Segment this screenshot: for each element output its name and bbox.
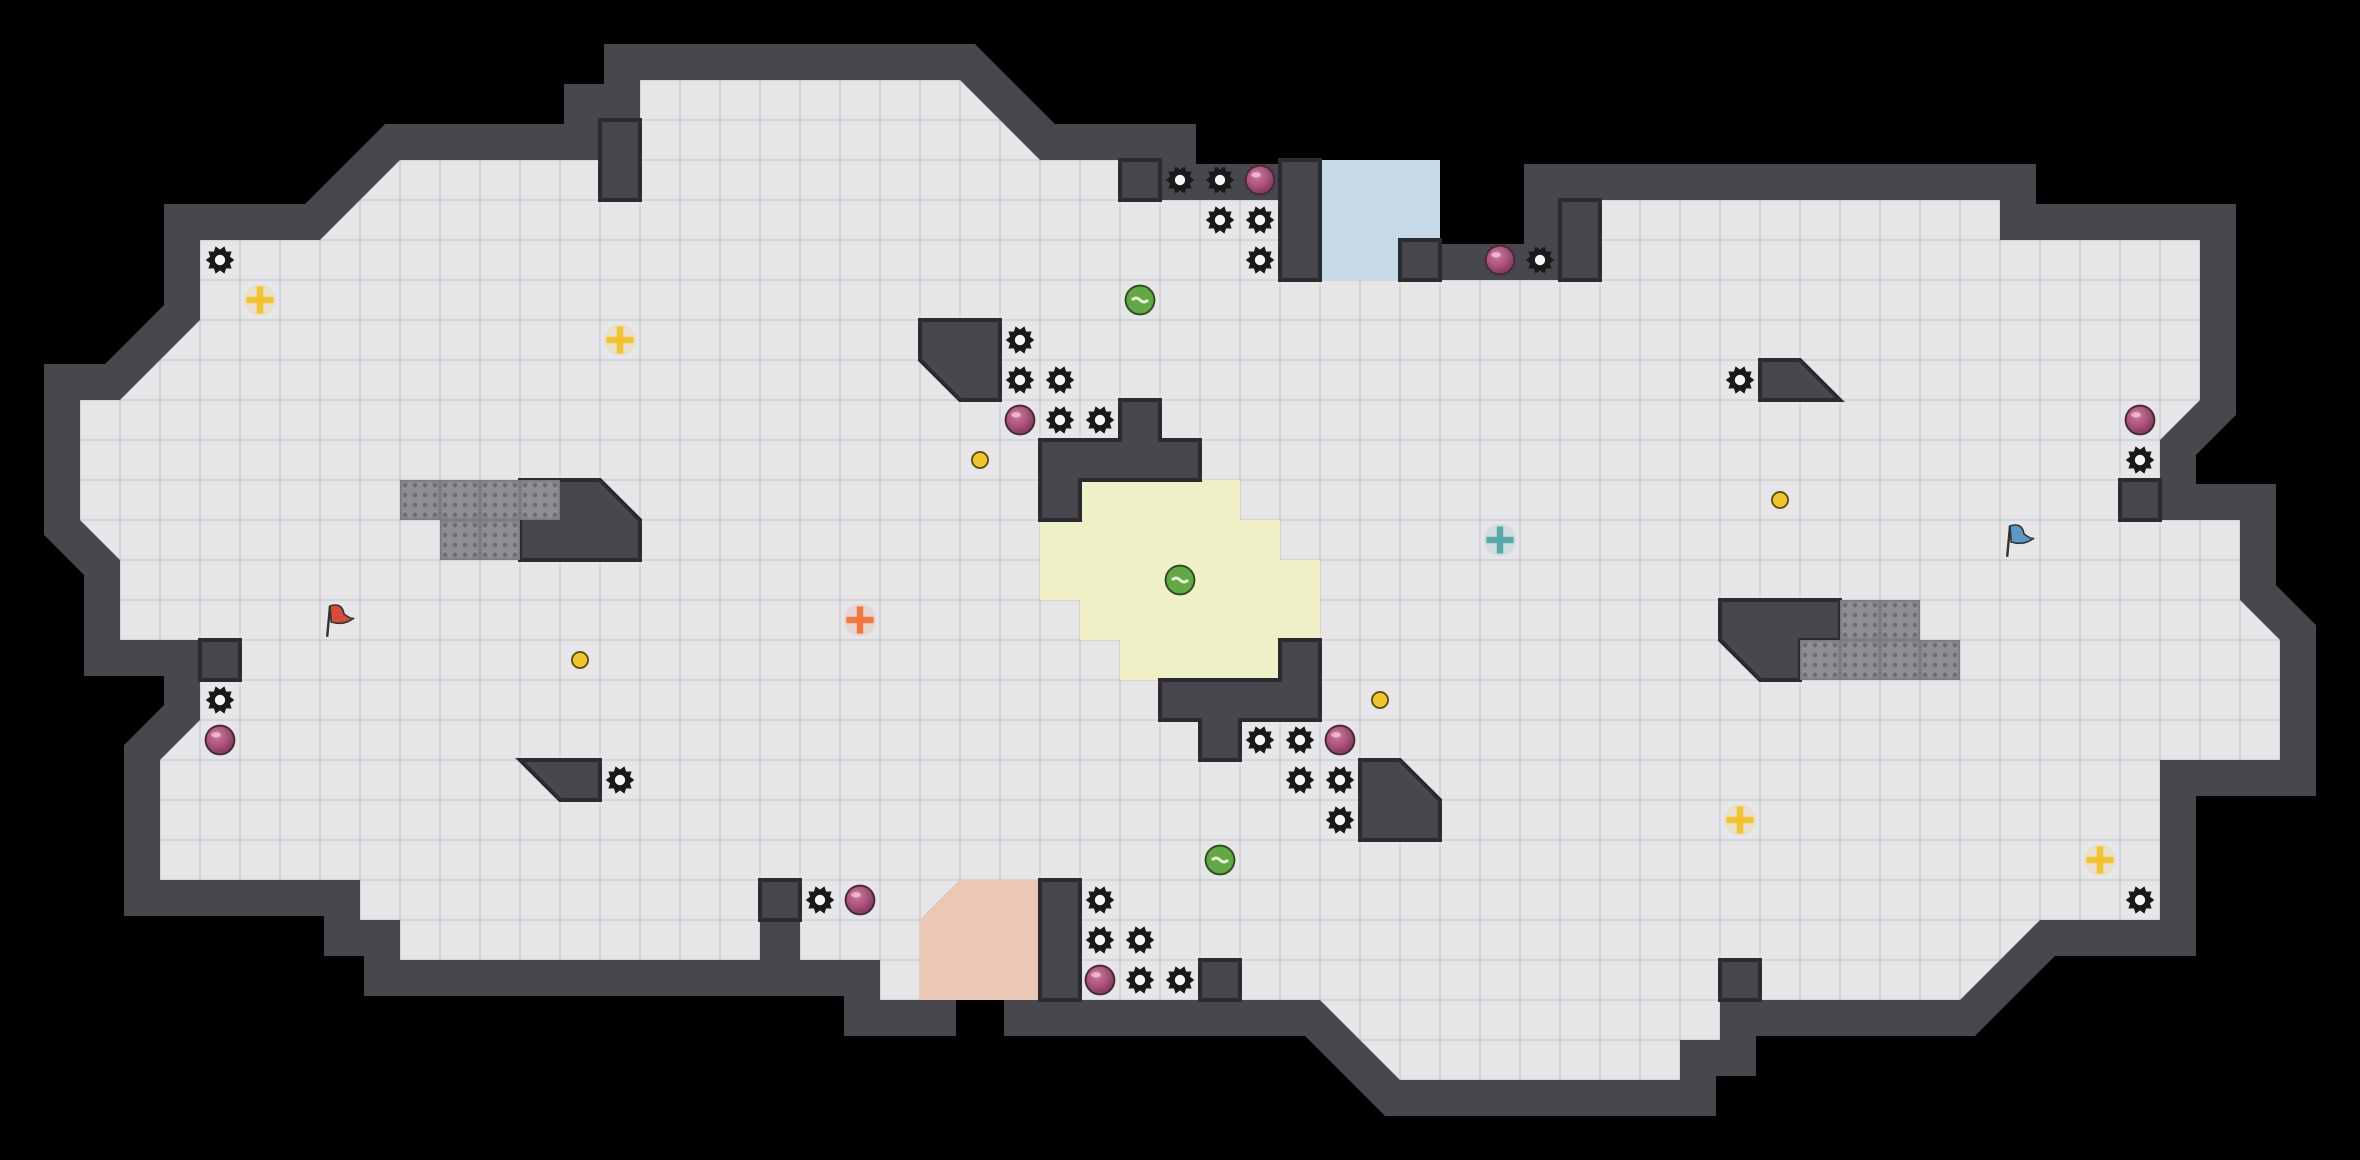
green-orb-icon: [1124, 284, 1156, 316]
inner-wall-block-15: [758, 878, 802, 922]
grate-tile: [480, 520, 521, 561]
inner-wall-block-14: [198, 638, 242, 682]
yellow-cross-icon: [1724, 804, 1756, 836]
green-orb-icon: [1164, 564, 1196, 596]
inner-wall-block-1: [1038, 398, 1202, 522]
yellow-cross-icon: [244, 284, 276, 316]
green-orb-icon: [1204, 844, 1236, 876]
inner-wall-block-11: [1558, 198, 1602, 282]
pink-orb-icon: [1484, 244, 1516, 276]
grate-tile: [440, 480, 481, 521]
pink-orb-icon: [1084, 964, 1116, 996]
sawblade-icon: [1125, 966, 1155, 994]
inner-wall-block-4: [515, 758, 602, 802]
teal-cross-icon: [1484, 524, 1516, 556]
coin-icon: [1370, 690, 1389, 709]
coin-icon: [571, 650, 590, 669]
inner-wall-block-18: [1038, 878, 1082, 1002]
inner-wall-block-13: [2118, 478, 2162, 522]
sawblade-icon: [1245, 246, 1275, 274]
yellow-cross-icon: [604, 324, 636, 356]
pink-orb-icon: [1324, 724, 1356, 756]
sawblade-icon: [1165, 166, 1195, 194]
sawblade-icon: [1285, 726, 1315, 754]
sawblade-icon: [2125, 886, 2155, 914]
sawblade-icon: [1245, 206, 1275, 234]
sawblade-icon: [1005, 366, 1035, 394]
sawblade-icon: [1525, 246, 1555, 274]
inner-wall-block-17: [1198, 958, 1242, 1002]
pink-orb-icon: [204, 724, 236, 756]
sawblade-icon: [1005, 326, 1035, 354]
grate-tile: [1840, 600, 1881, 641]
sawblade-icon: [1165, 966, 1195, 994]
inner-wall-block-2: [1158, 638, 1322, 762]
salmon-zone: [920, 880, 1040, 1000]
sawblade-icon: [205, 686, 235, 714]
floor-grates: [400, 480, 1961, 681]
sawblade-icon: [1205, 166, 1235, 194]
grate-tile: [480, 480, 521, 521]
inner-wall-block-8: [1278, 158, 1322, 282]
inner-wall-block-6: [1758, 358, 1845, 402]
grate-tile: [1920, 640, 1961, 681]
sawblade-icon: [1085, 406, 1115, 434]
sawblade-icon: [1285, 766, 1315, 794]
sawblade-icon: [1725, 366, 1755, 394]
pink-orb-icon: [2124, 404, 2156, 436]
orange-cross-icon: [844, 604, 876, 636]
sawblade-icon: [1205, 206, 1235, 234]
inner-walls: [198, 118, 2162, 1002]
grate-tile: [1800, 640, 1841, 681]
sawblade-icon: [2125, 446, 2155, 474]
yellow-cross-icon: [2084, 844, 2116, 876]
sawblade-icon: [1045, 366, 1075, 394]
inner-wall-block-12: [598, 118, 642, 202]
inner-wall-block-9: [1118, 158, 1162, 202]
coin-icon: [1770, 491, 1789, 510]
items-layer: [204, 164, 2156, 996]
grate-tile: [520, 480, 561, 521]
sawblade-icon: [1325, 766, 1355, 794]
sawblade-icon: [1125, 926, 1155, 954]
pink-orb-icon: [1004, 404, 1036, 436]
grate-tile: [1840, 640, 1881, 681]
sawblade-icon: [1245, 726, 1275, 754]
inner-wall-block-0: [918, 318, 1002, 402]
grate-tile: [1880, 600, 1921, 641]
flag-icon: [2006, 524, 2035, 557]
grate-tile: [400, 480, 441, 521]
grate-tile: [1880, 640, 1921, 681]
sawblade-icon: [805, 886, 835, 914]
grate-tile: [440, 520, 481, 561]
pink-orb-icon: [1244, 164, 1276, 196]
sawblade-icon: [1045, 406, 1075, 434]
flag-icon: [326, 604, 355, 637]
inner-wall-block-10: [1398, 238, 1442, 282]
sawblade-icon: [1085, 926, 1115, 954]
sawblade-icon: [605, 766, 635, 794]
inner-wall-block-16: [1718, 958, 1762, 1002]
sawblade-icon: [1325, 806, 1355, 834]
pink-orb-icon: [844, 884, 876, 916]
coin-icon: [970, 451, 989, 470]
inner-wall-block-5: [1358, 758, 1442, 842]
sawblade-icon: [1085, 886, 1115, 914]
sawblade-icon: [205, 246, 235, 274]
